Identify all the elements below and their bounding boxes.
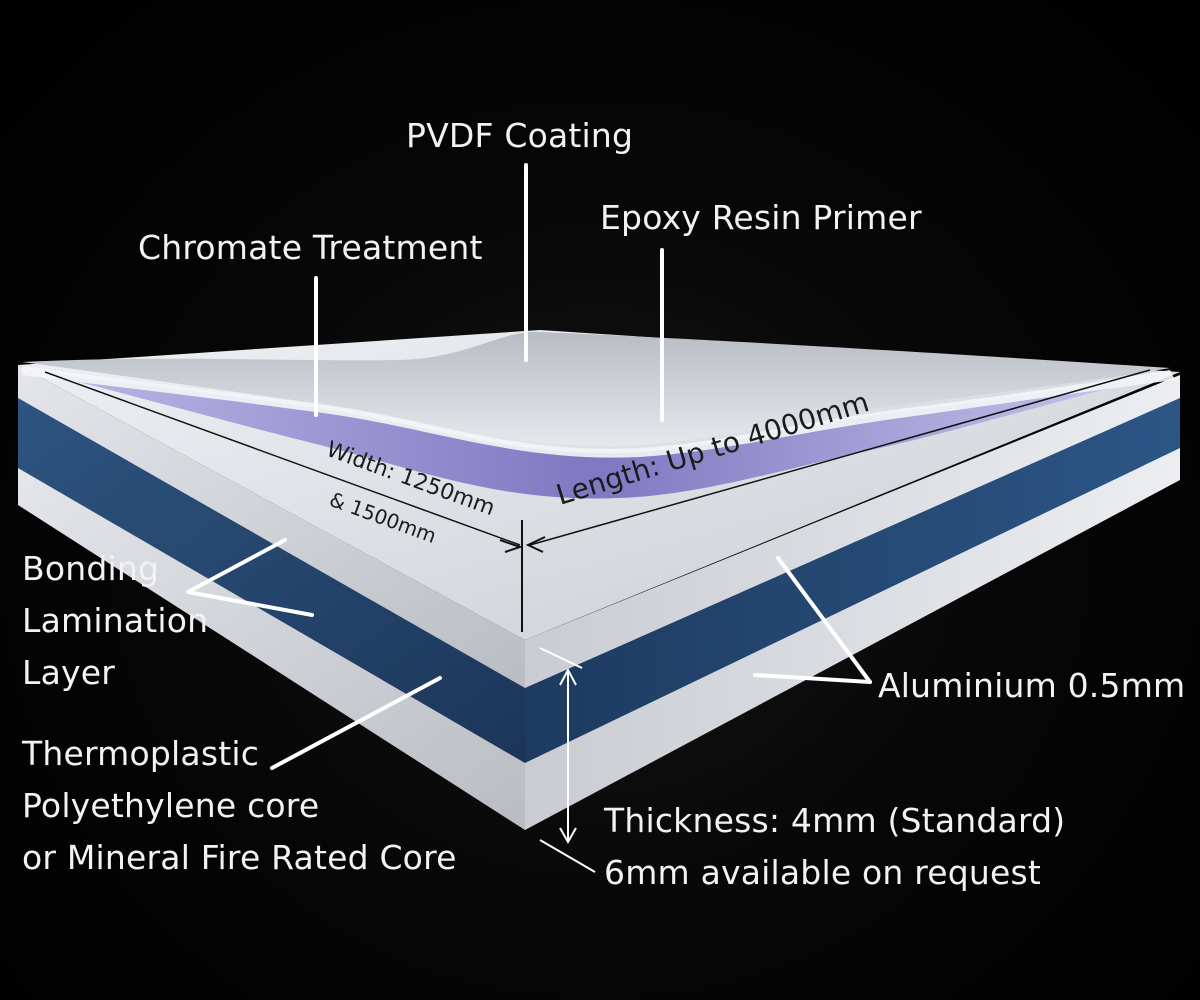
bonding-line-2: Lamination [22, 601, 209, 640]
core-callout [270, 676, 442, 770]
length-dimension-line [529, 369, 1151, 546]
thickness-indicator [539, 647, 596, 873]
right-core [525, 398, 1180, 765]
panel-left-side [18, 365, 525, 830]
pvdf-coating-label: PVDF Coating [406, 116, 634, 155]
left-top-skin [18, 365, 525, 690]
bonding-line-3: Layer [22, 653, 116, 692]
chromate-treatment-label: Chromate Treatment [138, 228, 483, 267]
right-top-skin [525, 375, 1180, 690]
bonding-line-1: Bonding [22, 549, 160, 588]
right-bottom-skin [525, 448, 1180, 830]
core-label: Thermoplastic Polyethylene core or Miner… [22, 728, 457, 884]
aluminium-callout-lower [753, 673, 872, 684]
panel-right-side [525, 375, 1180, 830]
epoxy-resin-primer-label: Epoxy Resin Primer [600, 198, 922, 237]
pvdf-coating-layer [22, 331, 1170, 446]
core-line-2: Polyethylene core [22, 786, 320, 825]
bonding-callout-lower [186, 590, 314, 617]
aluminium-callout-upper [776, 556, 872, 684]
left-bottom-skin [18, 468, 525, 830]
bonding-callout-upper [186, 538, 287, 594]
left-core [18, 398, 525, 765]
callout-lines [186, 163, 872, 770]
core-line-3: or Mineral Fire Rated Core [22, 838, 457, 877]
dimension-lines [44, 369, 1151, 632]
core-line-1: Thermoplastic [22, 734, 260, 773]
width-dimension-line [44, 371, 521, 546]
chromate-layer [40, 372, 1150, 499]
thickness-label: Thickness: 4mm (Standard) 6mm available … [604, 795, 1065, 899]
thickness-line-2: 6mm available on request [604, 853, 1042, 892]
bonding-lamination-layer-label: Bonding Lamination Layer [22, 543, 208, 699]
aluminium-label: Aluminium 0.5mm [878, 666, 1186, 705]
thickness-line-1: Thickness: 4mm (Standard) [604, 801, 1066, 840]
